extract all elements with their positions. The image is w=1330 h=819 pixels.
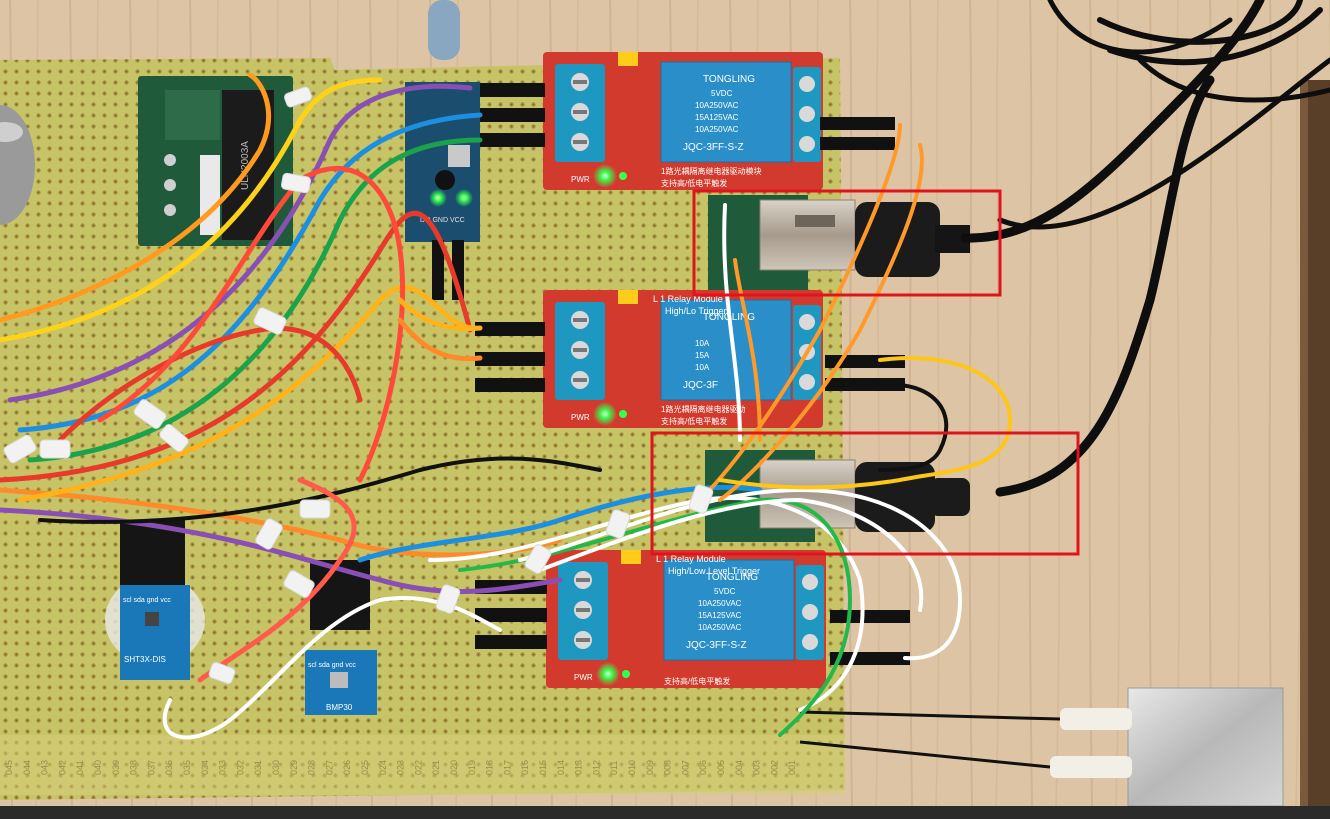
board-number-label: 006 [698,760,708,775]
relay-trigger-text: High/Low Level Trigger [668,566,760,576]
bmp-sensor-pins: scl sda gnd vcc [308,662,356,669]
usb-plug-top [759,199,970,277]
bottom-bar [0,806,1330,819]
relay-line2-text: 10A250VAC [698,599,742,608]
board-number-label: 012 [591,760,601,775]
board-number-label: 009 [645,760,655,775]
board-number-label: 044 [22,760,32,775]
relay-line3-text: 15A125VAC [698,611,742,620]
board-number-label: 001 [787,760,797,775]
aluminium-heater-block [799,687,1284,806]
board-number-label: 030 [271,760,281,775]
relay-pwr-text: PWR [571,175,590,184]
board-number-label: 023 [396,760,406,775]
relay-pwr-text: PWR [571,413,590,422]
board-number-label: 028 [307,760,317,775]
board-number-label: 041 [75,760,85,775]
relay-line4-text: 10A250VAC [695,125,739,134]
board-number-label: 013 [574,760,584,775]
board-number-label: 038 [129,760,139,775]
relay-model-text: JQC-3FF-S-Z [683,142,744,153]
board-number-label: 024 [378,760,388,775]
left-sensor-disc [0,105,35,225]
relay-module-title-text: L 1 Relay Module [653,294,723,304]
board-number-label: 037 [146,760,156,775]
sht-sensor-module: scl sda gnd vcc SHT3X-DIS [105,520,205,680]
usb-plug-middle [759,459,970,532]
relay-line2-text: 10A250VAC [695,101,739,110]
driver-chip-label: ULN2003A [240,141,251,190]
board-number-label: 033 [218,760,228,775]
board-number-label: 027 [324,760,334,775]
board-number-label: 021 [431,760,441,775]
relay-line4-text: 10A250VAC [698,623,742,632]
board-number-label: 045 [4,760,14,775]
board-number-label: 039 [111,760,121,775]
soil-sensor-pins: DO GND VCC [420,217,465,224]
board-number-label: 036 [164,760,174,775]
relay-brand-text: TONGLING [706,572,758,583]
board-number-label: 040 [93,760,103,775]
board-number-label: 025 [360,760,370,775]
highlight-box-top [692,189,1002,297]
relay-module-title-text: L 1 Relay Module [656,554,726,564]
relay-model-text: JQC-3FF-S-Z [686,640,747,651]
board-number-label: 003 [752,760,762,775]
sht-sensor-pins: scl sda gnd vcc [123,597,171,604]
relay-cn-line2-text: 支持高/低电平触发 [661,416,727,426]
board-number-label: 014 [556,760,566,775]
relay-module-bottom: TONGLING 5VDC 10A250VAC 15A125VAC 10A250VAC J… [546,550,826,688]
board-number-label: 032 [235,760,245,775]
board-number-label: 016 [520,760,530,775]
zip-ties [3,86,714,684]
relay-cn-line2-text: 支持高/低电平触发 [664,676,730,686]
board-number-label: 011 [609,761,619,775]
relay-model-text: JQC-3F [683,380,718,391]
board-number-label: 035 [182,760,192,775]
board-number-label: 017 [502,760,512,775]
board-number-label: 020 [449,760,459,775]
board-number-label: 042 [57,760,67,775]
pwr-led-icon [593,402,617,426]
board-number-label: 026 [342,760,352,775]
board-number-label: 019 [467,760,477,775]
perfboard-numbers: 045 044 043 042 041 040 039 038 037 036 035 034 033 0… [4,760,797,775]
pwr-led-icon [593,164,617,188]
highlight-box-bottom [650,431,1080,556]
board-number-label: 002 [769,760,779,775]
board-number-label: 015 [538,760,548,775]
board-number-label: 043 [40,760,50,775]
sht-sensor-name: SHT3X-DIS [124,655,166,664]
relay-brand-text: TONGLING [703,74,755,85]
board-number-label: 031 [253,760,263,775]
relay-line4-text: 10A [695,363,710,372]
board-number-label: 029 [289,760,299,775]
board-number-label: 007 [680,760,690,775]
board-number-label: 004 [734,760,744,775]
relay-line3-text: 15A [695,351,710,360]
relay-line1-text: 5VDC [714,587,736,596]
relay-line3-text: 15A125VAC [695,113,739,122]
board-number-label: 018 [485,760,495,775]
relay-line2-text: 10A [695,339,710,348]
board-number-label: 010 [627,760,637,775]
board-number-label: 034 [200,760,210,775]
board-number-label: 022 [413,760,423,775]
board-number-label: 008 [663,760,673,775]
pwr-led-icon [596,662,620,686]
relay-trigger-text: High/Lo Trigger [665,306,727,316]
relay-line1-text: 5VDC [711,89,733,98]
board-number-label: 005 [716,760,726,775]
usb-cables [960,0,1330,497]
relay-module-top: TONGLING 5VDC 10A250VAC 15A125VAC 10A250VAC J… [543,52,823,190]
relay-cn-line1-text: 1路光耦隔离继电器驱动模块 [661,166,761,176]
bmp-sensor-name: BMP30 [326,703,353,712]
relay-cn-line1-text: 1路光耦隔离继电器驱动 [661,404,745,414]
relay-cn-line2-text: 支持高/低电平触发 [661,178,727,188]
relay-pwr-text: PWR [574,673,593,682]
